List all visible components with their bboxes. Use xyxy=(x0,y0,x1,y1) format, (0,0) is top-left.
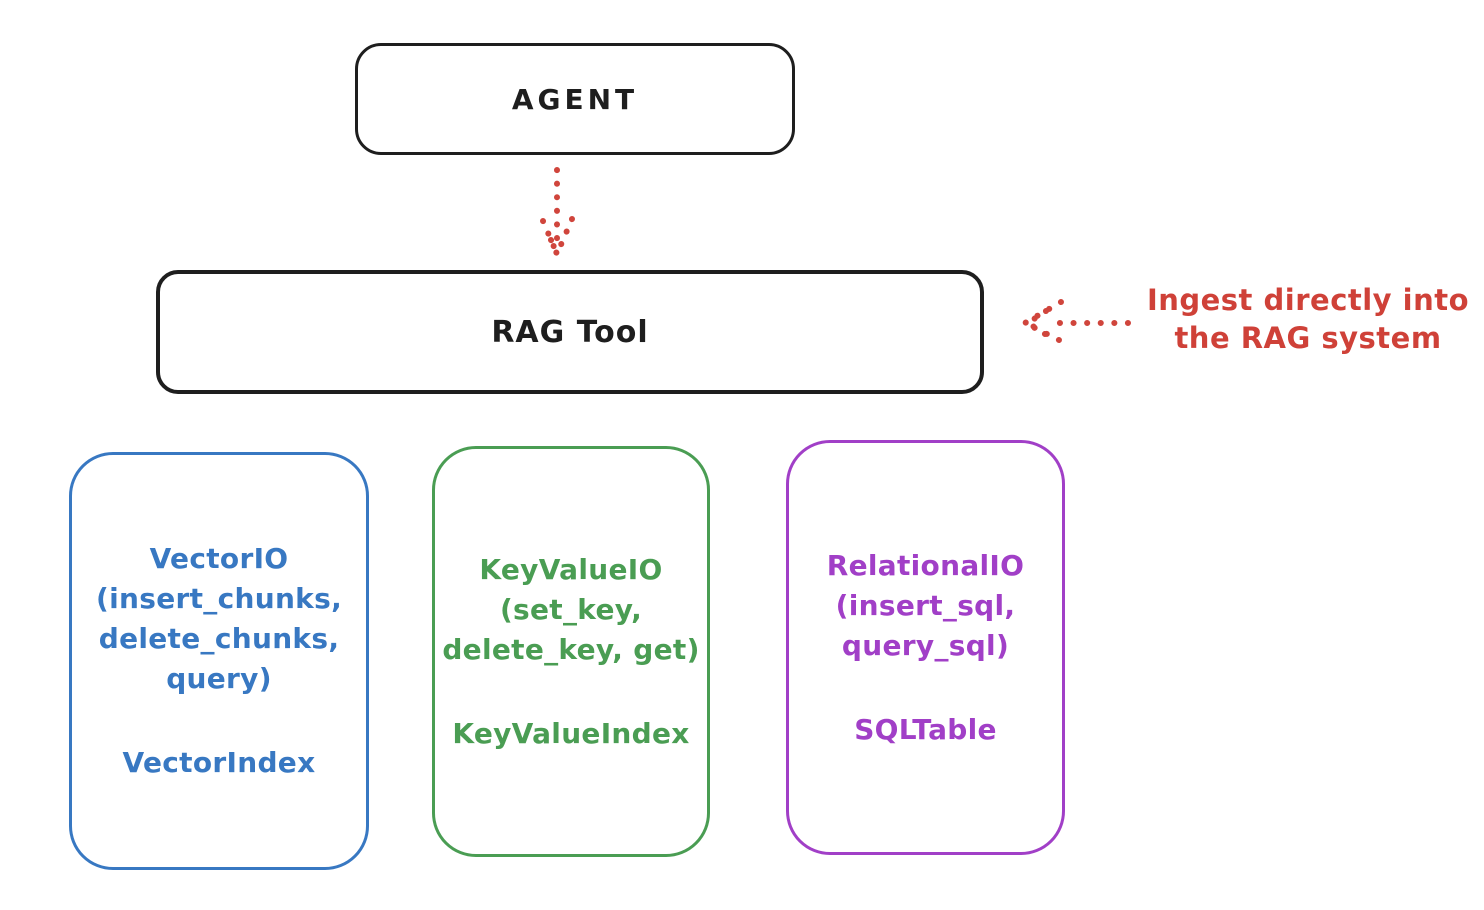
agent-node: AGENT xyxy=(355,43,795,155)
agent-to-rag-arrow-icon xyxy=(540,167,575,257)
ingest-annotation-line-1: Ingest directly into xyxy=(1146,283,1470,317)
ingest-annotation: Ingest directly into the RAG system xyxy=(1140,281,1476,357)
vector-io-node: VectorIO (insert_chunks, delete_chunks, … xyxy=(69,452,369,870)
vector-index-label: VectorIndex xyxy=(122,746,316,779)
sql-table-label: SQLTable xyxy=(854,712,997,746)
keyvalue-io-line-3: delete_key, get) xyxy=(442,632,700,666)
vector-io-line-2: (insert_chunks, xyxy=(96,582,342,615)
keyvalue-io-signature: KeyValueIO (set_key, delete_key, get) xyxy=(442,550,699,670)
relational-io-signature: RelationalIO (insert_sql, query_sql) xyxy=(827,546,1025,666)
vector-io-line-4: query) xyxy=(166,662,272,695)
keyvalue-io-line-1: KeyValueIO xyxy=(479,552,663,586)
ingest-annotation-arrow-icon xyxy=(1022,299,1131,343)
agent-label: AGENT xyxy=(511,82,639,116)
rag-tool-label: RAG Tool xyxy=(491,314,649,350)
vector-io-line-1: VectorIO xyxy=(149,542,289,575)
keyvalue-io-node: KeyValueIO (set_key, delete_key, get) Ke… xyxy=(432,446,710,857)
vector-io-signature: VectorIO (insert_chunks, delete_chunks, … xyxy=(96,539,342,699)
relational-io-line-2: (insert_sql, xyxy=(835,588,1016,622)
vector-io-line-3: delete_chunks, xyxy=(98,622,340,655)
keyvalue-io-line-2: (set_key, xyxy=(499,592,643,626)
relational-io-line-1: RelationalIO xyxy=(826,548,1025,582)
relational-io-node: RelationalIO (insert_sql, query_sql) SQL… xyxy=(786,440,1065,855)
keyvalue-index-label: KeyValueIndex xyxy=(452,716,690,750)
rag-tool-node: RAG Tool xyxy=(156,270,984,394)
ingest-annotation-line-2: the RAG system xyxy=(1174,321,1442,355)
relational-io-line-3: query_sql) xyxy=(841,628,1010,662)
